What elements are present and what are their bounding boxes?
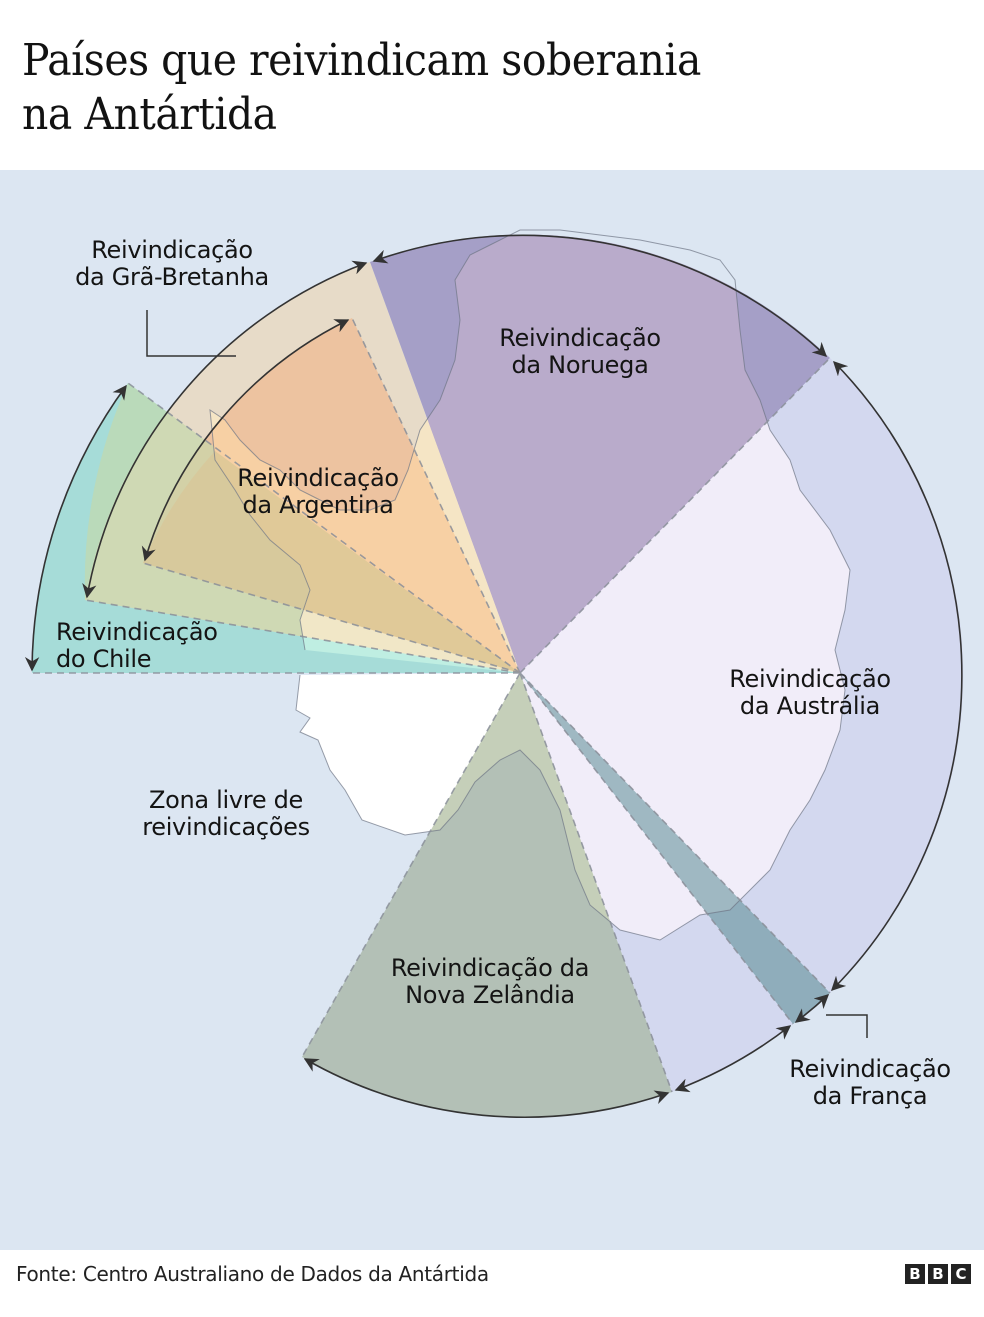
extent-arrows [24,234,963,1118]
leader-france [826,1014,868,1038]
label-new-zealand: Reivindicação da Nova Zelândia [390,954,590,1009]
antarctica-claims-map: Reivindicação da Grã-Bretanha Reivindica… [0,170,984,1250]
label-australia: Reivindicação da Austrália [729,665,891,720]
arrow-argentina [141,319,350,562]
label-norway: Reivindicação da Noruega [499,324,661,379]
arrow-norway [372,234,828,357]
footer: Fonte: Centro Australiano de Dados da An… [0,1250,984,1317]
label-france: Reivindicação da França [789,1055,951,1110]
source-text: Fonte: Centro Australiano de Dados da An… [16,1262,489,1286]
arrow-australia-lower [674,1025,792,1093]
bbc-logo-letter: B [905,1264,925,1284]
arrow-australia [830,360,963,992]
leader-uk [146,310,236,357]
bbc-logo: B B C [905,1264,971,1284]
title-line-2: na Antártida [22,89,277,140]
title-line-1: Países que reivindicam soberania [22,35,701,86]
label-uk: Reivindicação da Grã-Bretanha [75,236,269,291]
claim-new-zealand [302,673,672,1118]
arrow-chile [24,384,127,672]
label-free-zone: Zona livre de reivindicações [142,786,310,841]
label-argentina: Reivindicação da Argentina [237,464,399,519]
bbc-logo-letter: C [951,1264,971,1284]
map-svg [24,229,964,1118]
chart-title: Países que reivindicam soberania na Antá… [22,34,896,142]
arrow-new-zealand [303,1058,670,1118]
bbc-logo-letter: B [928,1264,948,1284]
label-chile: Reivindicação do Chile [56,618,218,673]
arrow-france [794,994,830,1023]
